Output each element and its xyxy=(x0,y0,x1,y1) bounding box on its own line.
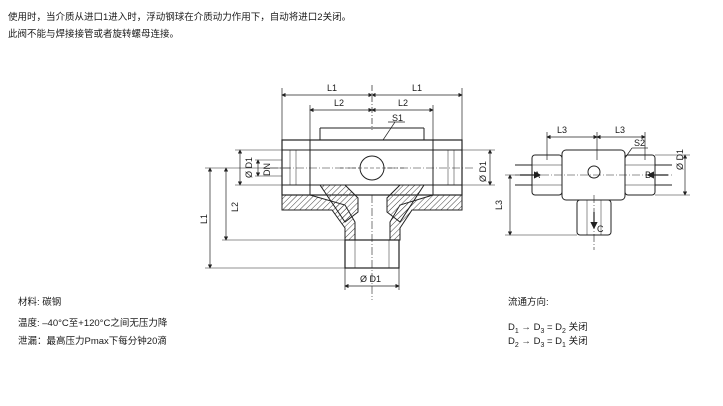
port-a-label: A xyxy=(534,170,540,180)
spec-temperature: 温度: –40°C至+120°C之间无压力降 xyxy=(18,318,168,329)
dim-l3-right: L3 xyxy=(615,125,625,135)
right-symbol-view xyxy=(505,132,690,250)
dim-d1-right-symbol: Ø D1 xyxy=(675,149,685,170)
port-c-label: C xyxy=(597,224,604,234)
left-section-view xyxy=(205,85,495,300)
flow-rule-1: D1 → D3 = D2 关闭 xyxy=(508,322,588,335)
dim-l1-right: L1 xyxy=(412,83,422,93)
dim-d1-left: Ø D1 xyxy=(244,157,254,178)
flow-title: 流通方向: xyxy=(508,297,549,308)
dim-d1-right: Ø D1 xyxy=(478,161,488,182)
dim-l1-vertical: L1 xyxy=(199,214,209,224)
port-b-label: B xyxy=(645,170,651,180)
dim-s2: S2 xyxy=(634,138,645,148)
spec-leakage: 泄漏：最高压力Pmax下每分钟20滴 xyxy=(18,336,167,347)
flow-rule-2: D2 → D3 = D1 关闭 xyxy=(508,336,588,349)
dim-l3-left: L3 xyxy=(557,125,567,135)
dim-l1-left: L1 xyxy=(327,83,337,93)
dim-l2-right: L2 xyxy=(398,98,408,108)
dim-d1-bottom: Ø D1 xyxy=(360,274,381,284)
dim-dn: DN xyxy=(262,163,272,176)
intro-line-2: 此阀不能与焊接接管或者旋转螺母连接。 xyxy=(8,29,180,40)
dim-l2-left: L2 xyxy=(334,98,344,108)
dim-l3-vertical: L3 xyxy=(494,200,504,210)
dim-s1: S1 xyxy=(392,113,403,123)
intro-line-1: 使用时，当介质从进口1进入时，浮动钢球在介质动力作用下，自动将进口2关闭。 xyxy=(8,12,352,23)
dim-l2-vertical: L2 xyxy=(230,202,240,212)
spec-material: 材料: 碳钢 xyxy=(18,297,62,308)
